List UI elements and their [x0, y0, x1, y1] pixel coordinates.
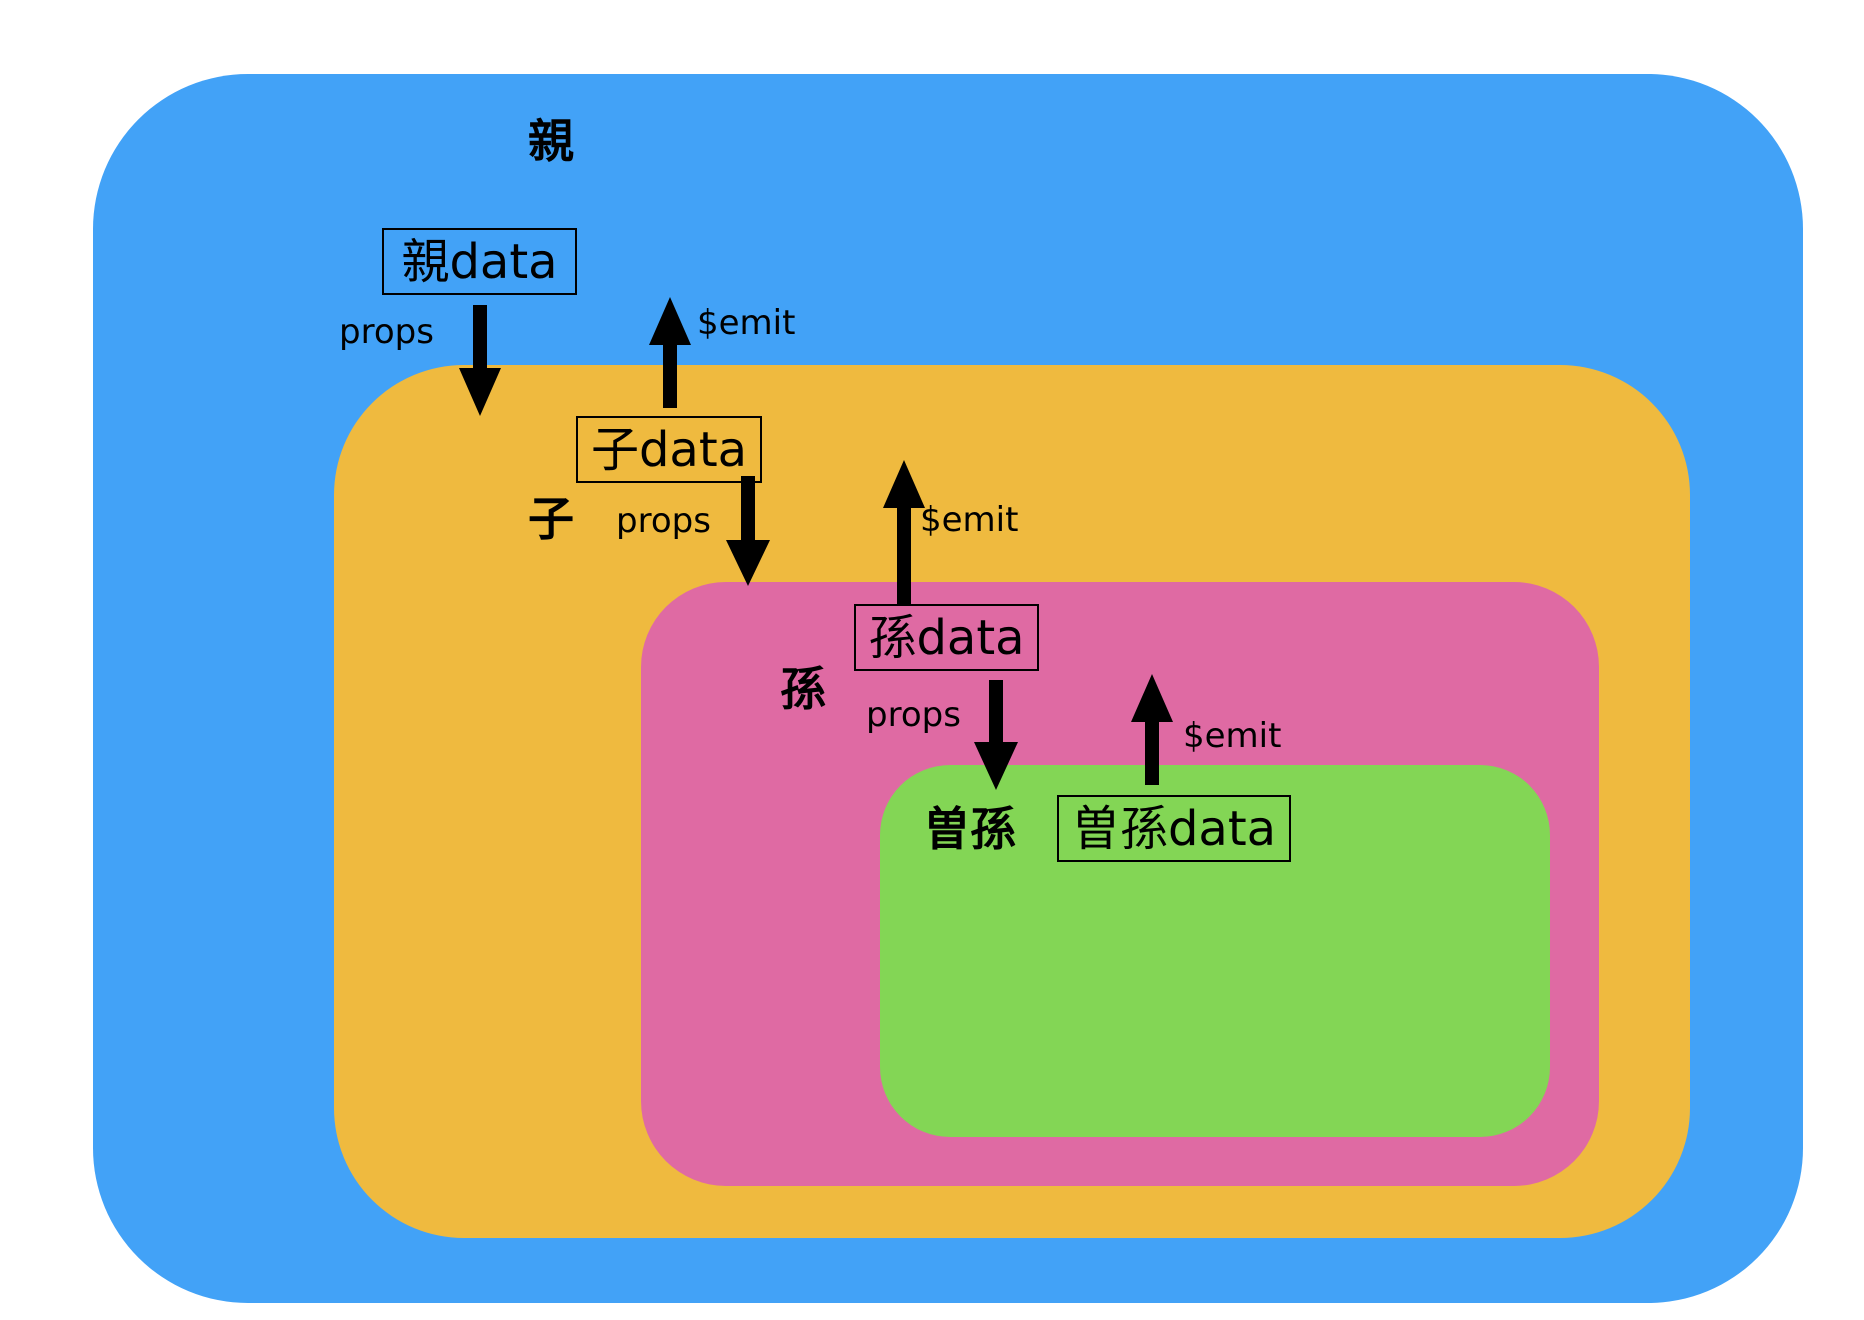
- grandchild-data-box: 孫data: [854, 604, 1039, 671]
- child-to-parent-emit-arrow: [649, 297, 691, 408]
- grandchild-label: 孫: [780, 662, 826, 716]
- grandchild-to-great-grandchild-props-label: props: [866, 695, 961, 735]
- child-to-grandchild-props-arrow: [726, 476, 770, 586]
- grandchild-to-child-emit-label: $emit: [920, 500, 1019, 540]
- parent-to-child-props-label: props: [339, 312, 434, 352]
- parent-data-box: 親data: [382, 228, 577, 295]
- great-grandchild-to-grandchild-emit-label: $emit: [1183, 716, 1282, 756]
- parent-to-child-props-arrow: [459, 305, 501, 416]
- child-to-grandchild-props-label: props: [616, 501, 711, 541]
- child-label: 子: [528, 492, 574, 546]
- great-grandchild-label: 曽孫: [924, 802, 1016, 856]
- great-grandchild-to-grandchild-emit-arrow: [1131, 674, 1173, 785]
- child-to-parent-emit-label: $emit: [697, 303, 796, 343]
- great-grandchild-component-region: [880, 765, 1550, 1137]
- grandchild-to-child-emit-arrow: [883, 460, 925, 604]
- grandchild-to-great-grandchild-props-arrow: [974, 680, 1018, 790]
- great-grandchild-data-box: 曽孫data: [1057, 795, 1291, 862]
- child-data-box: 子data: [576, 416, 762, 483]
- parent-label: 親: [528, 114, 574, 168]
